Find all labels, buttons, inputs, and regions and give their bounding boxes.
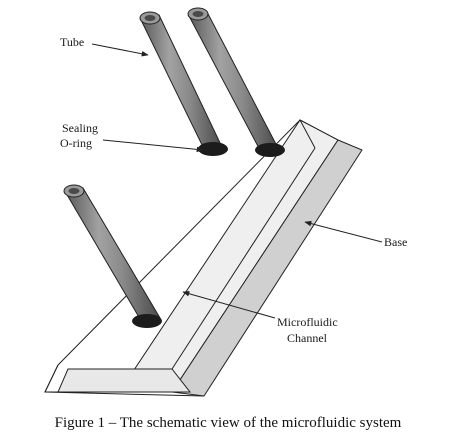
label-channel-line1: Microfluidic [277,315,338,329]
oring-left [132,314,162,328]
tube-right [187,7,285,157]
label-sealing-line1: Sealing [62,121,98,135]
label-tube: Tube [60,35,84,49]
tube-middle [139,11,228,156]
oring-middle [198,142,228,156]
base-right-wall [133,119,339,393]
base-front-wall [57,368,192,393]
channel-edge [171,147,316,370]
figure-caption: Figure 1 – The schematic view of the mic… [55,415,402,431]
label-channel-line2: Channel [287,331,328,345]
tube-left [63,184,162,328]
arrow-channel [182,291,276,319]
arrow-sealing [102,139,204,153]
label-base: Base [384,235,407,249]
arrow-base [304,220,383,243]
label-sealing-line2: O-ring [60,136,92,150]
oring-right [255,143,285,157]
arrow-tube [91,43,149,57]
